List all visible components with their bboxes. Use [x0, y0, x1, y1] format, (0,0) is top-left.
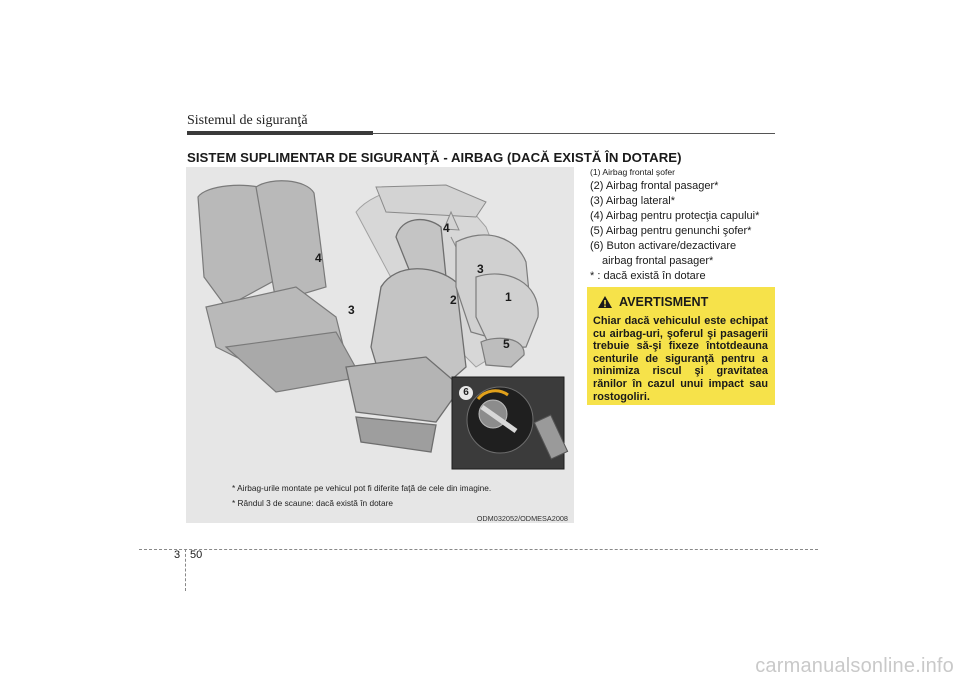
list-item: (2) Airbag frontal pasager*	[590, 180, 719, 192]
watermark: carmanualsonline.info	[755, 655, 954, 677]
footer-dashed-rule	[139, 549, 818, 550]
warning-title: AVERTISMENT	[619, 295, 709, 309]
list-item: (4) Airbag pentru protecţia capului*	[590, 210, 760, 222]
chapter-number: 3	[174, 549, 181, 561]
figure-marker-2: 2	[450, 293, 457, 307]
list-item: airbag frontal pasager*	[602, 255, 714, 267]
footer-vertical-rule	[185, 549, 186, 591]
warning-body: Chiar dacă vehiculul este echipat cu air…	[593, 315, 768, 403]
list-item: * : dacă există în dotare	[590, 270, 706, 282]
front-seat	[345, 218, 467, 453]
figure-marker-3a: 3	[477, 262, 484, 276]
figure-marker-4b: 4	[315, 251, 322, 265]
figure-marker-6: 6	[459, 386, 473, 400]
rear-seat-row	[197, 180, 362, 393]
figure-code: ODM032052/ODMESA2008	[476, 514, 568, 523]
list-item: (5) Airbag pentru genunchi şofer*	[590, 225, 752, 237]
page-number: 50	[190, 549, 203, 561]
warning-header: AVERTISMENT	[597, 295, 708, 309]
main-heading: SISTEM SUPLIMENTAR DE SIGURANŢĂ - AIRBAG…	[187, 150, 682, 165]
warning-box: AVERTISMENT Chiar dacă vehiculul este ec…	[587, 287, 775, 405]
list-item: (6) Buton activare/dezactivare	[590, 240, 737, 252]
section-title: Sistemul de siguranţă	[187, 113, 308, 128]
figure-marker-5: 5	[503, 337, 510, 351]
figure-note-2: * Rândul 3 de scaune: dacă există în dot…	[232, 498, 393, 508]
figure-marker-3b: 3	[348, 303, 355, 317]
frontal-airbags	[455, 234, 539, 368]
header-rule-thick	[187, 131, 373, 135]
figure-marker-1: 1	[505, 290, 512, 304]
airbag-figure: 1 2 3 3 4 4 5 6 * Airbag-urile montate p…	[186, 167, 574, 523]
figure-note-1: * Airbag-urile montate pe vehicul pot fi…	[232, 483, 492, 493]
airbag-item-list: (1) Airbag frontal şofer (2) Airbag fron…	[590, 166, 790, 284]
list-item: (1) Airbag frontal şofer	[590, 167, 676, 177]
warning-triangle-icon	[598, 296, 612, 308]
header-rule-thin	[373, 133, 775, 134]
figure-marker-4a: 4	[443, 221, 450, 235]
list-item: (3) Airbag lateral*	[590, 195, 675, 207]
airbag-illustration	[197, 180, 569, 470]
